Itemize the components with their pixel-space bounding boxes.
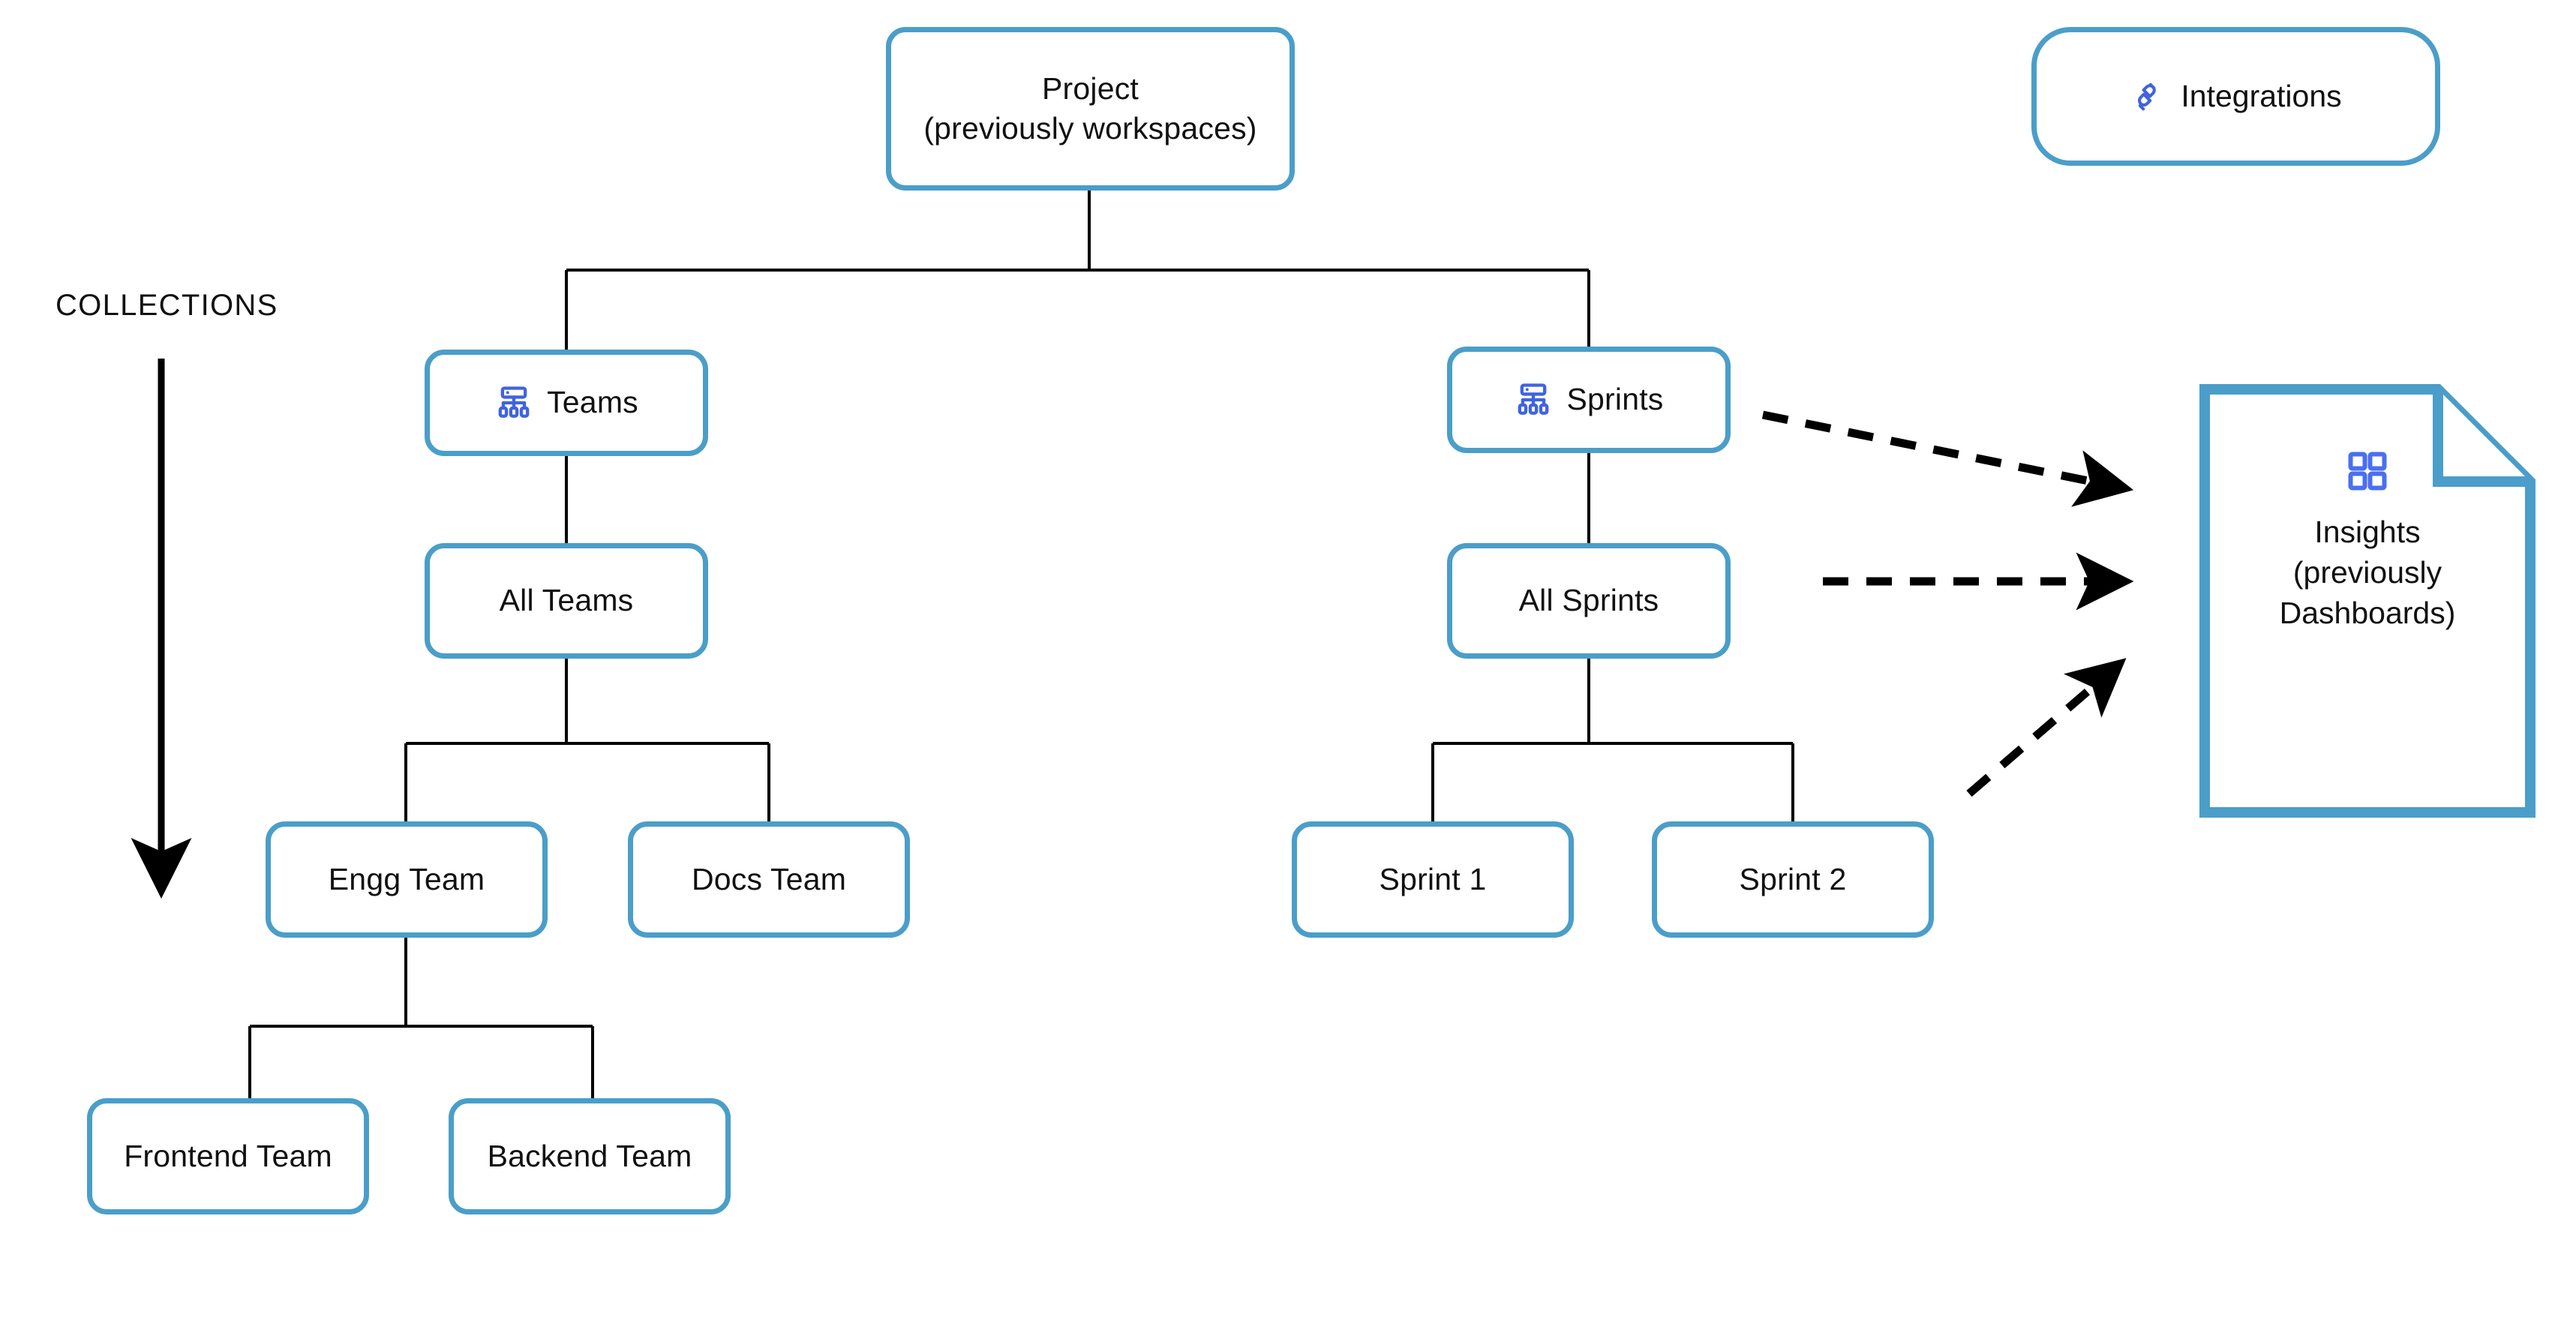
node-backend-team-label: Backend Team	[487, 1138, 692, 1173]
grid-2x2-icon	[2345, 449, 2390, 494]
node-engg-team[interactable]: Engg Team	[266, 821, 548, 938]
node-sprint-2[interactable]: Sprint 2	[1652, 821, 1934, 938]
plug-connector-icon	[2130, 80, 2164, 114]
node-backend-team[interactable]: Backend Team	[449, 1098, 731, 1214]
node-all-sprints[interactable]: All Sprints	[1447, 543, 1731, 659]
node-sprints-label: Sprints	[1566, 382, 1664, 417]
node-docs-team[interactable]: Docs Team	[628, 821, 910, 938]
node-insights-label: Insights (previously Dashboards)	[2279, 515, 2456, 631]
node-project[interactable]: Project (previously workspaces)	[886, 27, 1295, 191]
node-insights[interactable]: Insights (previously Dashboards)	[2199, 384, 2535, 818]
sitemap-icon	[1514, 380, 1553, 419]
sitemap-icon	[494, 383, 533, 422]
node-frontend-team[interactable]: Frontend Team	[87, 1098, 369, 1214]
node-engg-team-label: Engg Team	[328, 861, 485, 896]
node-integrations[interactable]: Integrations	[2031, 27, 2440, 166]
dashed-arrows	[1761, 410, 2134, 797]
collections-label: COLLECTIONS	[56, 289, 278, 322]
node-frontend-team-label: Frontend Team	[124, 1138, 332, 1173]
node-all-sprints-label: All Sprints	[1518, 583, 1659, 618]
node-integrations-label: Integrations	[2181, 79, 2342, 113]
node-docs-team-label: Docs Team	[691, 861, 847, 896]
node-sprints[interactable]: Sprints	[1447, 347, 1731, 453]
node-sprint-1[interactable]: Sprint 1	[1292, 821, 1574, 938]
node-all-teams-label: All Teams	[499, 583, 634, 618]
node-teams[interactable]: Teams	[425, 350, 708, 456]
node-teams-label: Teams	[547, 385, 638, 420]
node-all-teams[interactable]: All Teams	[425, 543, 708, 659]
node-sprint-1-label: Sprint 1	[1379, 861, 1487, 896]
document-folded-corner-shape	[2199, 384, 2535, 818]
node-project-label: Project (previously workspaces)	[923, 71, 1257, 146]
node-sprint-2-label: Sprint 2	[1739, 861, 1847, 896]
